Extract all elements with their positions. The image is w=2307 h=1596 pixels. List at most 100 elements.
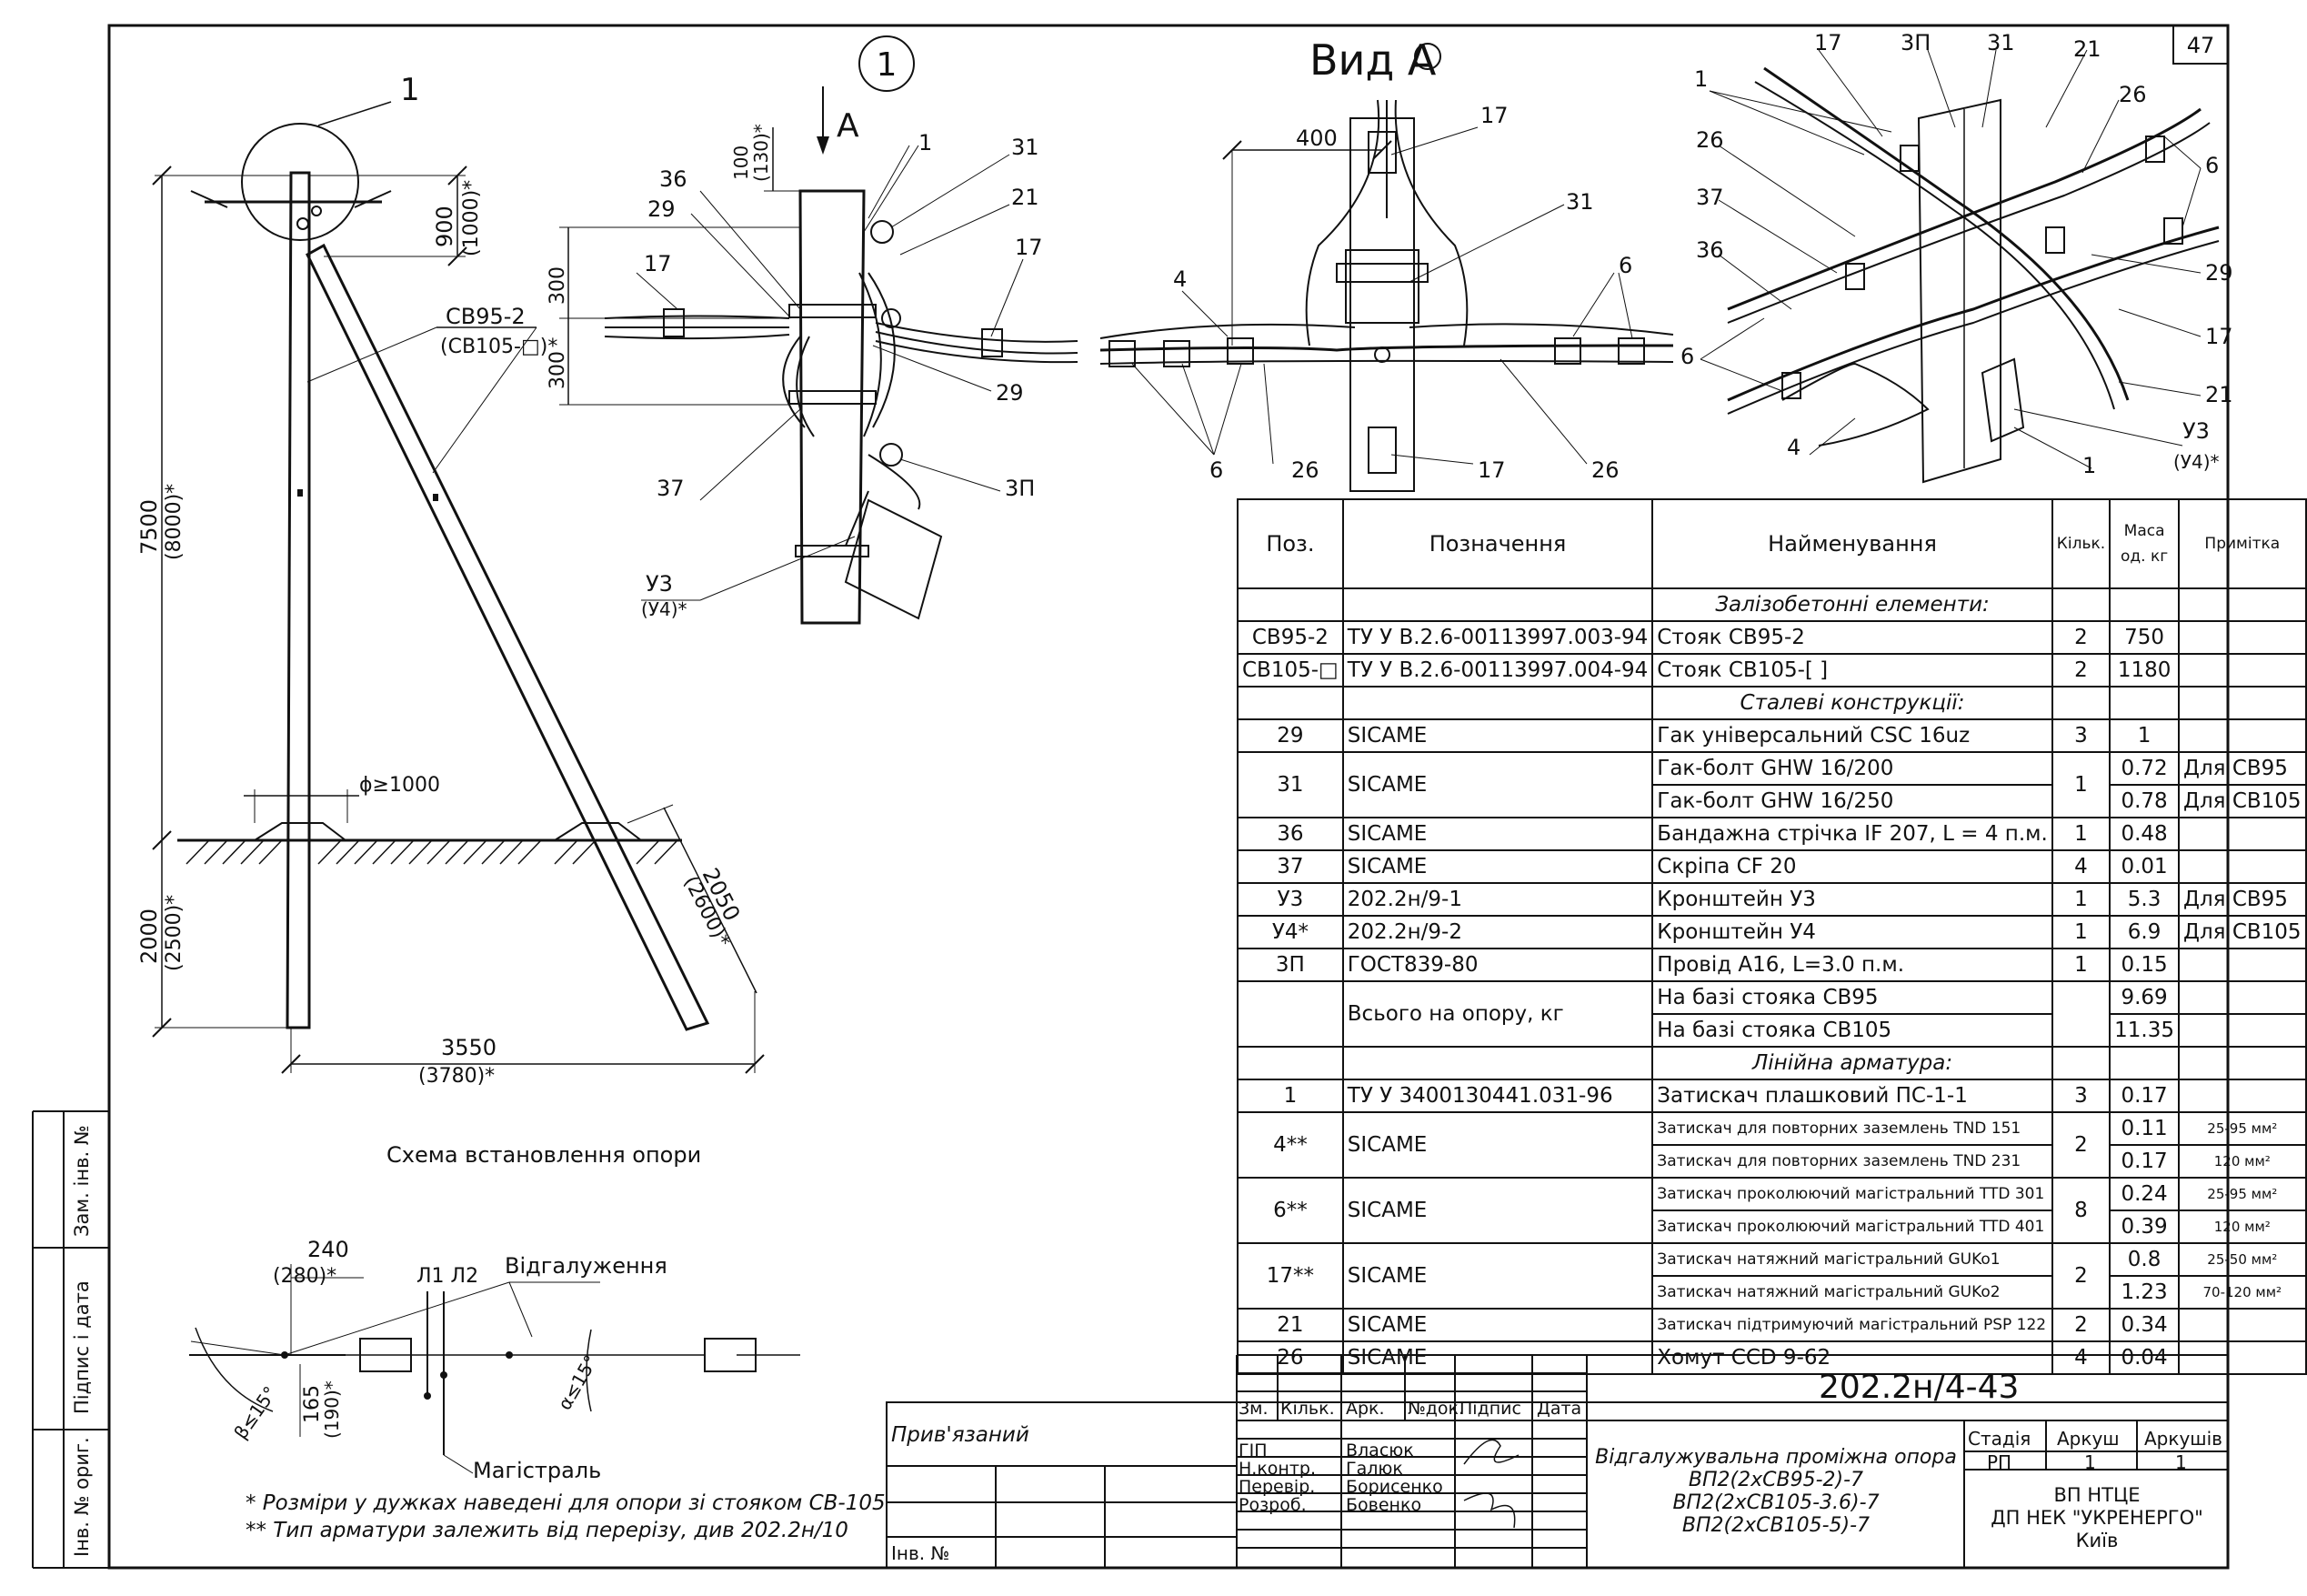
dim-phi: ϕ≥1000 bbox=[359, 774, 440, 797]
section-row: Лінійна арматура: bbox=[1237, 1046, 2307, 1080]
label-cb105: (СВ105-□)* bbox=[440, 336, 557, 358]
hdr-name: Найменування bbox=[1651, 498, 2053, 589]
label-cb95: СВ95-2 bbox=[446, 304, 526, 329]
ax-label-1b: 1 bbox=[2082, 453, 2096, 478]
inclined-strut bbox=[306, 243, 710, 1031]
dim-300a: 300 bbox=[547, 266, 569, 305]
doc-title: Відгалужувальна проміжна опора ВП2(2хСВ9… bbox=[1595, 1446, 1957, 1537]
detail-circle bbox=[241, 123, 359, 241]
ax-label-u4: (У4)* bbox=[2173, 451, 2220, 473]
d1-label-3p: 3П bbox=[1005, 476, 1035, 501]
view-title: Вид А bbox=[1309, 35, 1437, 85]
role-perevir: Перевір. bbox=[1239, 1477, 1316, 1497]
role-rozrob: Розроб. bbox=[1239, 1495, 1307, 1515]
col-kilk: Кільк. bbox=[1280, 1399, 1335, 1419]
va-label-26b: 26 bbox=[1591, 457, 1620, 483]
ax-label-6: 6 bbox=[1680, 344, 1694, 369]
hdr-pos: Поз. bbox=[1237, 498, 1344, 589]
dim-240: 240 bbox=[307, 1237, 349, 1262]
va-label-17: 17 bbox=[1480, 103, 1509, 128]
plan-scheme: 240 (280)* Л1 Л2 Відгалуження Магістраль… bbox=[189, 1237, 886, 1542]
va-label-26: 26 bbox=[1291, 457, 1319, 483]
ax-label-37: 37 bbox=[1696, 185, 1724, 210]
sheets-hdr: Аркушів bbox=[2144, 1428, 2222, 1450]
dim-3780: (3780)* bbox=[418, 1065, 495, 1088]
va-label-17b: 17 bbox=[1478, 457, 1506, 483]
spec-header-row: Поз. Позначення Найменування Кільк. Маса… bbox=[1237, 498, 2307, 589]
stamp-signature-date: Підпис і дата bbox=[71, 1280, 93, 1414]
sheets-val: 1 bbox=[2175, 1451, 2187, 1473]
label-branch: Відгалуження bbox=[505, 1253, 667, 1279]
va-label-31: 31 bbox=[1566, 189, 1594, 215]
d1-label-u4: (У4)* bbox=[641, 598, 687, 620]
note-1: * Розміри у дужках наведені для опори зі… bbox=[246, 1491, 886, 1515]
inv-no-label: Інв. № bbox=[891, 1542, 950, 1564]
dim-165: 165 bbox=[301, 1385, 324, 1423]
hdr-designation: Позначення bbox=[1341, 498, 1654, 589]
va-label-6: 6 bbox=[1619, 253, 1632, 278]
dim-280: (280)* bbox=[273, 1265, 336, 1288]
d1-label-1: 1 bbox=[918, 130, 932, 156]
ax-label-17b: 17 bbox=[2205, 324, 2233, 349]
section-concrete: Залізобетонні елементи: bbox=[1651, 587, 2053, 622]
sheet-number-box bbox=[2172, 25, 2229, 65]
ax-label-21: 21 bbox=[2073, 36, 2101, 62]
name-vlasiuk: Власюк bbox=[1346, 1440, 1414, 1460]
angle-alpha: α≤15° bbox=[554, 1351, 602, 1414]
ax-label-1: 1 bbox=[1694, 66, 1708, 92]
dim-8000: (8000)* bbox=[163, 484, 186, 560]
drawing-canvas: 47 bbox=[32, 24, 2233, 1570]
org-block: ВП НТЦЕ ДП НЕК "УКРЕНЕРГО" Київ bbox=[1991, 1484, 2203, 1551]
label-pos-1: 1 bbox=[400, 72, 420, 108]
ax-label-u3: У3 bbox=[2182, 418, 2210, 444]
sheet-hdr: Аркуш bbox=[2057, 1428, 2120, 1450]
section-fittings: Лінійна арматура: bbox=[1651, 1046, 2053, 1080]
sheet-val: 1 bbox=[2084, 1451, 2096, 1473]
dim-100: 100 bbox=[730, 146, 752, 180]
name-haliuk: Галюк bbox=[1346, 1459, 1403, 1479]
label-l1l2: Л1 Л2 bbox=[416, 1265, 478, 1288]
va-label-6b: 6 bbox=[1209, 457, 1223, 483]
name-bovenko: Бовенко bbox=[1346, 1495, 1422, 1515]
hdr-note: Примітка bbox=[2178, 498, 2307, 589]
dim-190: (190)* bbox=[321, 1380, 343, 1439]
ax-label-4: 4 bbox=[1787, 435, 1800, 460]
attached-label: Прив'язаний bbox=[891, 1423, 1029, 1447]
va-label-4: 4 bbox=[1173, 266, 1187, 292]
ax-label-26: 26 bbox=[1696, 127, 1724, 153]
d1-label-37: 37 bbox=[657, 476, 685, 501]
section-row: Сталеві конструкції: bbox=[1237, 686, 2307, 720]
axonometric-view: 1 26 37 36 6 4 17 3П 31 21 26 6 29 17 21… bbox=[1680, 30, 2233, 484]
pole-detail bbox=[798, 189, 866, 625]
d1-label-29: 29 bbox=[996, 380, 1024, 406]
note-2: ** Тип арматури залежить від перерізу, д… bbox=[246, 1519, 848, 1542]
name-borysenko: Борисенко bbox=[1346, 1477, 1443, 1497]
d1-label-17b: 17 bbox=[644, 251, 672, 276]
stage-val: РП bbox=[1987, 1451, 2012, 1473]
vertical-pole bbox=[286, 171, 311, 1029]
signature-1 bbox=[1463, 1439, 1520, 1465]
role-nkontr: Н.контр. bbox=[1239, 1459, 1317, 1479]
dim-130: (130)* bbox=[750, 124, 772, 182]
ax-label-26b: 26 bbox=[2119, 82, 2147, 107]
hdr-mass: Маса од. кг bbox=[2109, 498, 2181, 589]
view-a: Вид А 400 17 31 6 4 bbox=[1099, 35, 1674, 492]
stamp-zam-inv: Зам. інв. № bbox=[71, 1125, 93, 1237]
ax-label-31: 31 bbox=[1987, 30, 2015, 55]
table-row: Затискач проколюючий магістральний TTD 4… bbox=[1238, 1210, 2307, 1244]
scheme-caption: Схема встановлення опори bbox=[386, 1142, 701, 1168]
hdr-qty: Кільк. bbox=[2051, 498, 2111, 589]
section-steel: Сталеві конструкції: bbox=[1651, 686, 2053, 720]
